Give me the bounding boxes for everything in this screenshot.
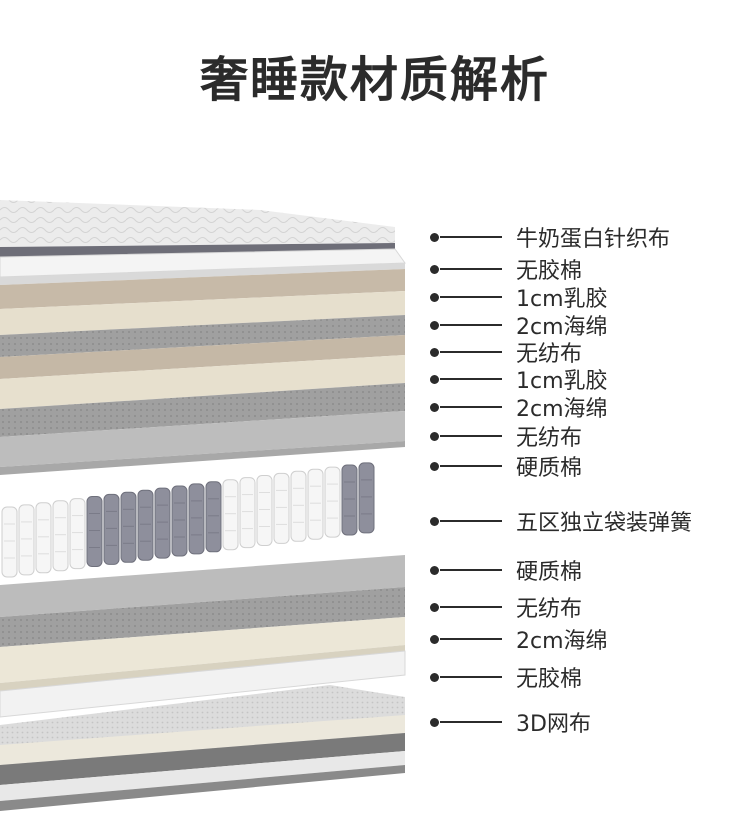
pocket-spring [120, 491, 137, 563]
bullet-dot-icon [430, 431, 439, 441]
layer-label: 无纺布 [516, 597, 583, 622]
layer-sponge-2 [0, 355, 405, 409]
layer-label-row: 无胶棉 [430, 256, 583, 284]
pocket-spring [222, 479, 239, 551]
layer-label-row: 牛奶蛋白针织布 [430, 224, 671, 252]
layer-latex-1 [0, 269, 405, 309]
layer-label-row: 2cm海绵 [430, 626, 608, 654]
bullet-dot-icon [430, 717, 439, 727]
bullet-dot-icon [430, 672, 439, 682]
leader-line [440, 638, 502, 640]
layer-label: 无纺布 [516, 426, 583, 451]
pocket-spring [103, 493, 120, 565]
bullet-dot-icon [430, 565, 439, 575]
layer-hard-cotton-1 [0, 411, 405, 467]
pocket-spring [341, 464, 358, 536]
layer-label-row: 2cm海绵 [430, 312, 608, 340]
pocket-spring [137, 489, 154, 561]
bullet-dot-icon [430, 232, 439, 242]
pocket-spring [239, 477, 256, 549]
pocket-spring [324, 466, 341, 538]
bullet-dot-icon [430, 264, 439, 274]
bullet-dot-icon [430, 347, 439, 357]
layer-nonwoven-3 [0, 587, 405, 647]
layer-label: 无胶棉 [516, 259, 583, 284]
pocket-spring [1, 506, 18, 578]
leader-line [440, 378, 502, 380]
leader-line [440, 236, 502, 238]
pocket-spring [171, 485, 188, 557]
leader-line [440, 465, 502, 467]
leader-line [440, 606, 502, 608]
layer-label: 1cm乳胶 [516, 287, 608, 312]
pocket-spring [154, 487, 171, 559]
layer-hard-cotton-2 [0, 555, 405, 617]
layer-nonwoven-2 [0, 383, 405, 437]
layer-cotton-2 [0, 650, 406, 718]
layer-label-row: 硬质棉 [430, 557, 583, 585]
layer-pocket-springs [1, 462, 375, 578]
bullet-dot-icon [430, 634, 439, 644]
layer-label-row: 五区独立袋装弹簧 [430, 508, 693, 536]
layer-label-row: 2cm海绵 [430, 394, 608, 422]
layer-milk-protein-knit [0, 200, 395, 257]
layer-label: 无纺布 [516, 342, 583, 367]
layer-label: 3D网布 [516, 712, 591, 737]
bullet-dot-icon [430, 516, 439, 526]
layer-label: 硬质棉 [516, 456, 583, 481]
leader-line [440, 435, 502, 437]
layer-label-row: 无纺布 [430, 423, 583, 451]
layer-label-row: 无纺布 [430, 594, 583, 622]
layer-label-row: 3D网布 [430, 709, 591, 737]
pocket-spring [18, 504, 35, 576]
bullet-dot-icon [430, 461, 439, 471]
pocket-spring [290, 470, 307, 542]
leader-line [440, 721, 502, 723]
layer-3d-mesh-base [0, 685, 405, 811]
pocket-spring [256, 475, 273, 546]
pocket-spring [35, 502, 52, 574]
layer-label: 1cm乳胶 [516, 369, 608, 394]
layer-label-row: 硬质棉 [430, 453, 583, 481]
layer-label: 牛奶蛋白针织布 [516, 227, 671, 252]
leader-line [440, 268, 502, 270]
bullet-dot-icon [430, 292, 439, 302]
layer-label: 五区独立袋装弹簧 [516, 511, 693, 536]
bullet-dot-icon [430, 374, 439, 384]
layer-label-row: 无胶棉 [430, 664, 583, 692]
leader-line [440, 676, 502, 678]
pocket-spring [52, 500, 69, 572]
leader-line [440, 520, 502, 522]
leader-line [440, 296, 502, 298]
layer-sponge-3 [0, 617, 405, 683]
pocket-spring [188, 483, 205, 555]
layer-label: 2cm海绵 [516, 315, 608, 340]
leader-line [440, 569, 502, 571]
page-title: 奢睡款材质解析 [199, 52, 550, 108]
layer-label-row: 1cm乳胶 [430, 366, 608, 394]
pocket-spring [358, 462, 375, 534]
bullet-dot-icon [430, 602, 439, 612]
layer-label: 无胶棉 [516, 667, 583, 692]
layer-sponge-1 [0, 291, 405, 335]
pocket-spring [273, 472, 290, 544]
pocket-spring [69, 498, 86, 570]
leader-line [440, 406, 502, 408]
leader-line [440, 324, 502, 326]
layer-label-row: 无纺布 [430, 339, 583, 367]
layer-label: 2cm海绵 [516, 629, 608, 654]
layer-latex-2 [0, 335, 405, 379]
layer-label: 硬质棉 [516, 560, 583, 585]
layer-nonwoven-1 [0, 315, 405, 357]
pocket-spring [307, 468, 324, 540]
leader-line [440, 351, 502, 353]
bullet-dot-icon [430, 320, 439, 330]
layer-label-row: 1cm乳胶 [430, 284, 608, 312]
bullet-dot-icon [430, 402, 439, 412]
mattress-layer-illustration [0, 200, 406, 811]
pocket-spring [205, 481, 222, 553]
layer-label: 2cm海绵 [516, 397, 608, 422]
pocket-spring [86, 496, 103, 567]
